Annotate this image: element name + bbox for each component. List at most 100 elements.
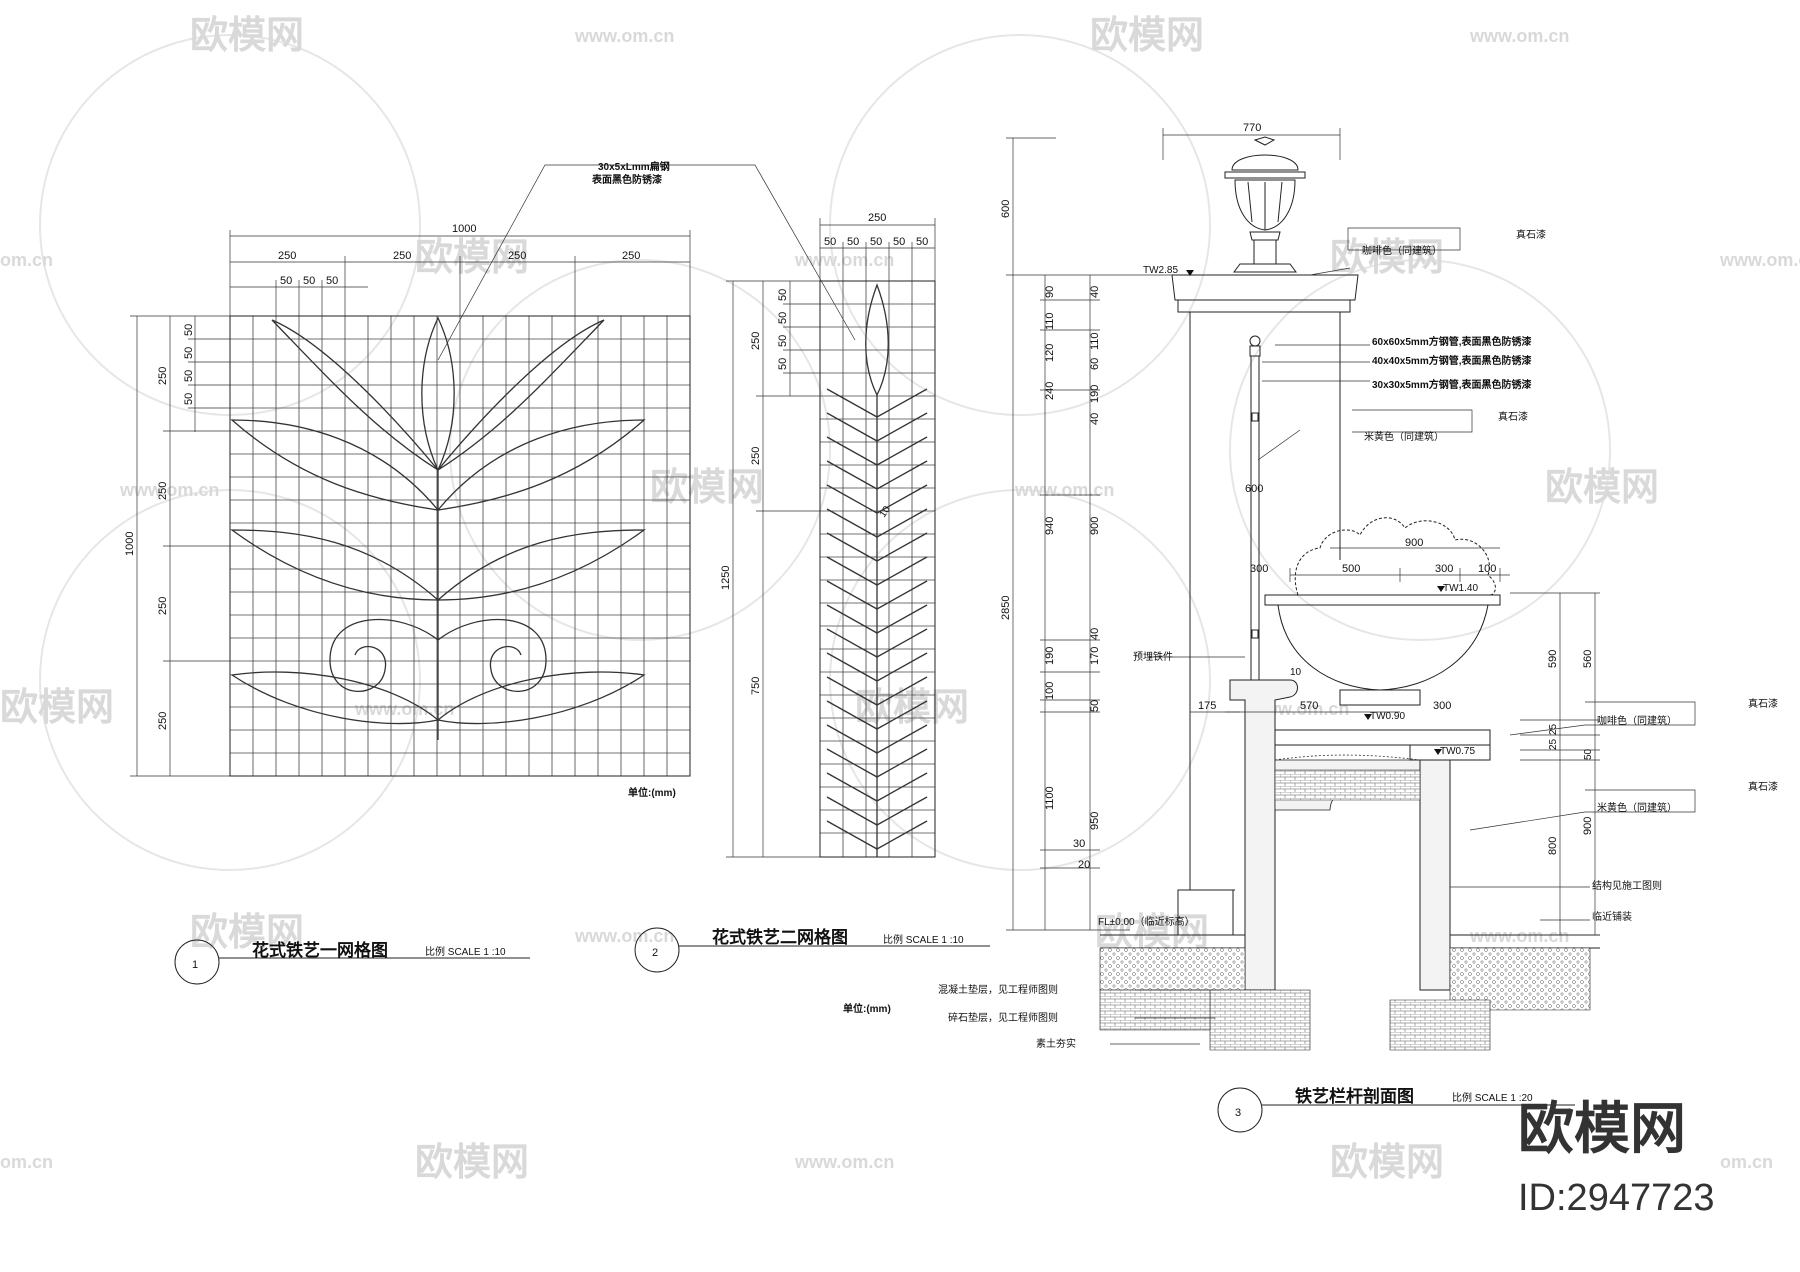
- drawing-number-circle: [634, 927, 680, 973]
- material-label: 结构见施工图则: [1592, 879, 1662, 892]
- drawing-scale: 比例 SCALE 1 :10: [425, 945, 506, 958]
- material-label: 米黄色（同建筑）: [1597, 801, 1677, 814]
- material-label: 米黄色（同建筑）: [1364, 430, 1444, 443]
- dim-label: 950: [1089, 812, 1101, 830]
- watermark-site: www.om.cn: [119, 480, 219, 500]
- dim-label: 900: [1582, 817, 1594, 835]
- dim-label: 250: [750, 332, 762, 350]
- watermark-site: www.om.cn: [574, 26, 674, 46]
- grid-line: [876, 532, 928, 562]
- dim-label: 175: [1198, 700, 1216, 712]
- dim-label: 800: [1547, 837, 1559, 855]
- callout-line1: 30x5xLmm扁钢: [598, 160, 670, 173]
- dim-label: 190: [1089, 385, 1101, 403]
- grid-line: [876, 388, 928, 418]
- dim-label: 600: [1000, 200, 1012, 218]
- material-label: 临近铺装: [1592, 910, 1632, 923]
- grid-line: [826, 508, 878, 538]
- grid-line: [876, 796, 928, 826]
- dim-label: 50: [916, 236, 928, 248]
- brand-name: 欧模网: [1518, 1097, 1686, 1160]
- watermark-brand: 欧模网: [415, 1142, 529, 1184]
- dim-label: 300: [1435, 563, 1453, 575]
- dim-lines-3: [1006, 128, 1341, 931]
- dim-label: 900: [1405, 537, 1423, 549]
- dim-label: 50: [777, 358, 789, 370]
- material-label: 混凝土垫层，见工程师图则: [938, 983, 1058, 996]
- railing-post: [1249, 335, 1261, 690]
- grid-line: [826, 700, 878, 730]
- level-marker: TW2.85: [1143, 265, 1178, 276]
- dim-label: 750: [750, 677, 762, 695]
- callout-flat-steel: 30x5xLmm扁钢 表面黑色防锈漆: [437, 160, 856, 361]
- lamp: [1224, 136, 1306, 273]
- watermark-brand: 欧模网: [190, 912, 304, 954]
- grid-line: [876, 508, 928, 538]
- drawing-title: 花式铁艺一网格图: [252, 940, 388, 960]
- grid-line: [876, 652, 928, 682]
- grid-line: [826, 556, 878, 586]
- dim-label: 590: [1547, 650, 1559, 668]
- level-marker: TW1.40: [1443, 583, 1478, 594]
- watermark-brand: 欧模网: [1545, 467, 1659, 509]
- grid-line: [876, 676, 928, 706]
- unit-note: 单位:(mm): [628, 786, 676, 799]
- drawing-number: 3: [1235, 1107, 1241, 1119]
- grid-line: [876, 820, 928, 850]
- dim-label: 110: [1089, 332, 1101, 350]
- material-label: 30x30x5mm方钢管,表面黑色防锈漆: [1372, 378, 1532, 391]
- dim-label: 50: [893, 236, 905, 248]
- dim-label: 250: [868, 212, 886, 224]
- watermark-site: www.om.cn: [794, 250, 894, 270]
- dim-label: 2850: [1000, 596, 1012, 620]
- dim-label: 50: [777, 335, 789, 347]
- watermark-site: www.om.cn: [1014, 480, 1114, 500]
- watermark-brand: 欧模网: [650, 467, 764, 509]
- dim-label: 120: [1044, 344, 1056, 362]
- grid-line: [876, 412, 928, 442]
- drawing-scale: 比例 SCALE 1 :20: [1452, 1091, 1533, 1104]
- drawing-1: 1000 250 250 250 250 50 50 50 1000 250 2…: [124, 223, 691, 985]
- grid-line: [826, 724, 878, 754]
- dim-lines-1: [130, 230, 691, 777]
- dim-label: 250: [278, 250, 296, 262]
- brand-mark: 欧模网 ID:2947723: [1518, 1097, 1715, 1219]
- grid-line: [876, 460, 928, 490]
- material-label: 真石漆: [1748, 697, 1778, 710]
- watermark-site: om.cn: [1720, 1152, 1773, 1172]
- drawing-number: 1: [192, 959, 198, 971]
- dim-label: 40: [1089, 628, 1101, 640]
- dim-label: 50: [777, 289, 789, 301]
- grid-line: [826, 460, 878, 490]
- dim-label: 25: [1548, 738, 1559, 750]
- watermark-site: www.om.cn: [794, 1152, 894, 1172]
- material-label: 真石漆: [1498, 410, 1528, 423]
- grid-1: [230, 316, 690, 776]
- watermark-site: om.cn: [0, 250, 53, 270]
- grid-line: [826, 484, 878, 514]
- material-label: 咖啡色（同建筑）: [1362, 244, 1442, 257]
- dim-label: 250: [157, 482, 169, 500]
- grid-line: [826, 748, 878, 778]
- watermark-site: www.om.cn: [354, 699, 454, 719]
- leaf-pattern-1: [230, 316, 646, 740]
- drawing-number-circle: [1217, 1087, 1263, 1133]
- dim-label: 50: [183, 347, 195, 359]
- dim-label: 50: [870, 236, 882, 248]
- dim-label: 570: [1300, 700, 1318, 712]
- material-label: 碎石垫层，见工程师图则: [948, 1011, 1058, 1024]
- drawing-scale: 比例 SCALE 1 :10: [883, 933, 964, 946]
- dim-label: 1250: [720, 566, 732, 590]
- watermark-layer: 欧模网 欧模网 欧模网 欧模网 欧模网 欧模网 欧模网 欧模网 欧模网 欧模网 …: [0, 15, 1800, 1184]
- dim-label: 50: [280, 275, 292, 287]
- dim-label: 190: [1044, 647, 1056, 665]
- dim-label: 770: [1243, 122, 1261, 134]
- grid-line: [876, 436, 928, 466]
- watermark-brand: 欧模网: [415, 237, 529, 279]
- leader-lines: [1110, 227, 1696, 1045]
- drawing-3: 770 600 2850 90 110 120 240 940 190 100 …: [938, 122, 1778, 1133]
- dim-label: 50: [183, 370, 195, 382]
- dim-label: 30: [1073, 838, 1085, 850]
- dim-label: 250: [393, 250, 411, 262]
